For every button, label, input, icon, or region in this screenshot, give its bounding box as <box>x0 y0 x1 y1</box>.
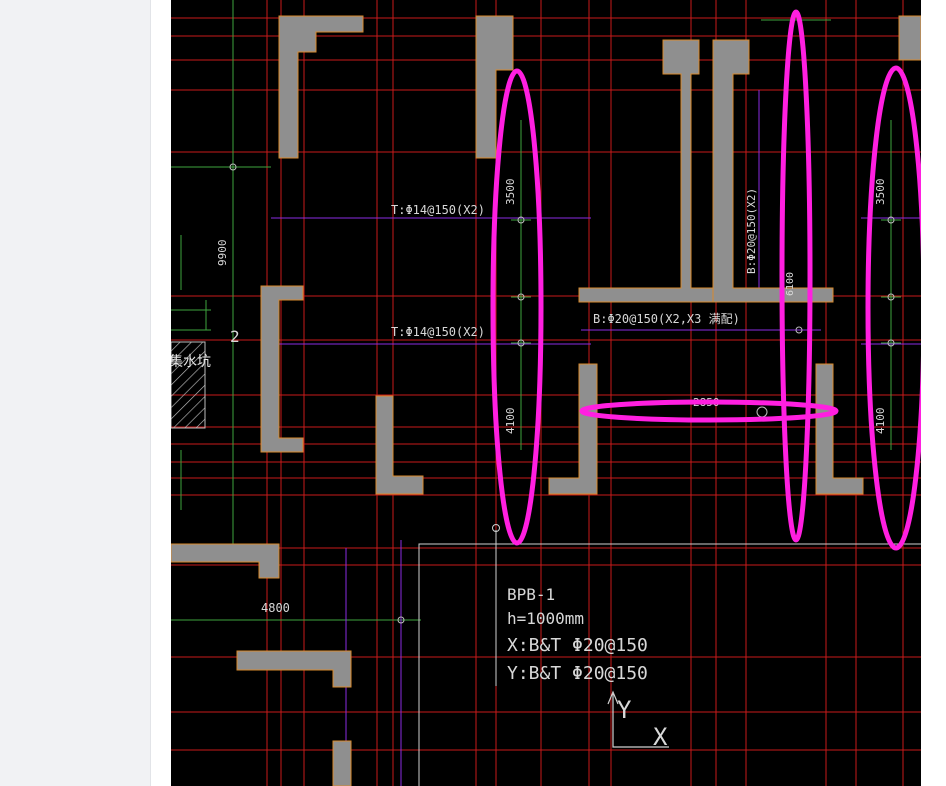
wall-bottom-mid-l <box>236 650 352 688</box>
axis-label-2: 2 <box>230 327 240 346</box>
dim-3500-right: 3500 <box>874 179 887 206</box>
highlight-ellipse-right <box>865 65 921 551</box>
right-margin-strip <box>921 0 946 786</box>
wall-bottom-left-l <box>171 543 280 579</box>
axis-y-label: Y <box>617 696 632 724</box>
slab-x-rebar: X:B&T Φ20@150 <box>507 635 648 656</box>
wall-mid-left-bracket <box>260 285 304 453</box>
sump-label: 集水坑 <box>171 353 211 370</box>
sump-hatch <box>171 341 206 429</box>
wall-top-column <box>475 15 514 159</box>
highlight-ellipse-left <box>490 68 544 546</box>
wall-bottom-column <box>332 740 352 786</box>
vertical-bottom-rebar-label: B:Φ20@150(X2) <box>745 188 758 274</box>
highlight-ellipses <box>490 9 921 551</box>
wall-channel-left <box>578 39 717 303</box>
wall-top-left-l <box>278 15 364 159</box>
slab-name: BPB-1 <box>507 585 555 604</box>
cad-drawing-canvas[interactable]: T:Φ14@150(X2) T:Φ14@150(X2) B:Φ20@150(X2… <box>171 0 921 786</box>
highlight-ellipse-middle <box>779 9 813 543</box>
dim-4100-left: 4100 <box>504 408 517 435</box>
slab-y-rebar: Y:B&T Φ20@150 <box>507 663 648 684</box>
gap-strip <box>151 0 171 786</box>
bottom-rebar-label: B:Φ20@150(X2,X3 满配) <box>593 312 740 326</box>
wall-channel-right <box>712 39 834 303</box>
dim-9900: 9900 <box>216 240 229 267</box>
top-rebar-label-1: T:Φ14@150(X2) <box>391 203 485 217</box>
dim-6100: 6100 <box>785 272 796 296</box>
slab-thickness: h=1000mm <box>507 609 584 628</box>
wall-lower-mid-l <box>548 363 598 495</box>
green-axis-lines <box>171 0 901 621</box>
wall-top-right-block <box>898 15 921 61</box>
axis-indicator <box>607 690 669 748</box>
slab-block-outline <box>418 524 921 786</box>
dim-3500-left: 3500 <box>504 179 517 206</box>
left-sidebar-panel <box>0 0 151 786</box>
cad-drawing-svg: T:Φ14@150(X2) T:Φ14@150(X2) B:Φ20@150(X2… <box>171 0 921 786</box>
wall-lower-right-l <box>815 363 864 495</box>
axis-x-label: X <box>653 723 668 751</box>
dim-4100-right: 4100 <box>874 408 887 435</box>
dim-4800: 4800 <box>261 601 290 615</box>
grid-node-markers <box>229 163 895 624</box>
wall-sections <box>171 15 921 786</box>
highlight-ellipse-horizontal <box>579 399 839 423</box>
wall-lower-l <box>375 395 424 495</box>
top-rebar-label-2: T:Φ14@150(X2) <box>391 325 485 339</box>
